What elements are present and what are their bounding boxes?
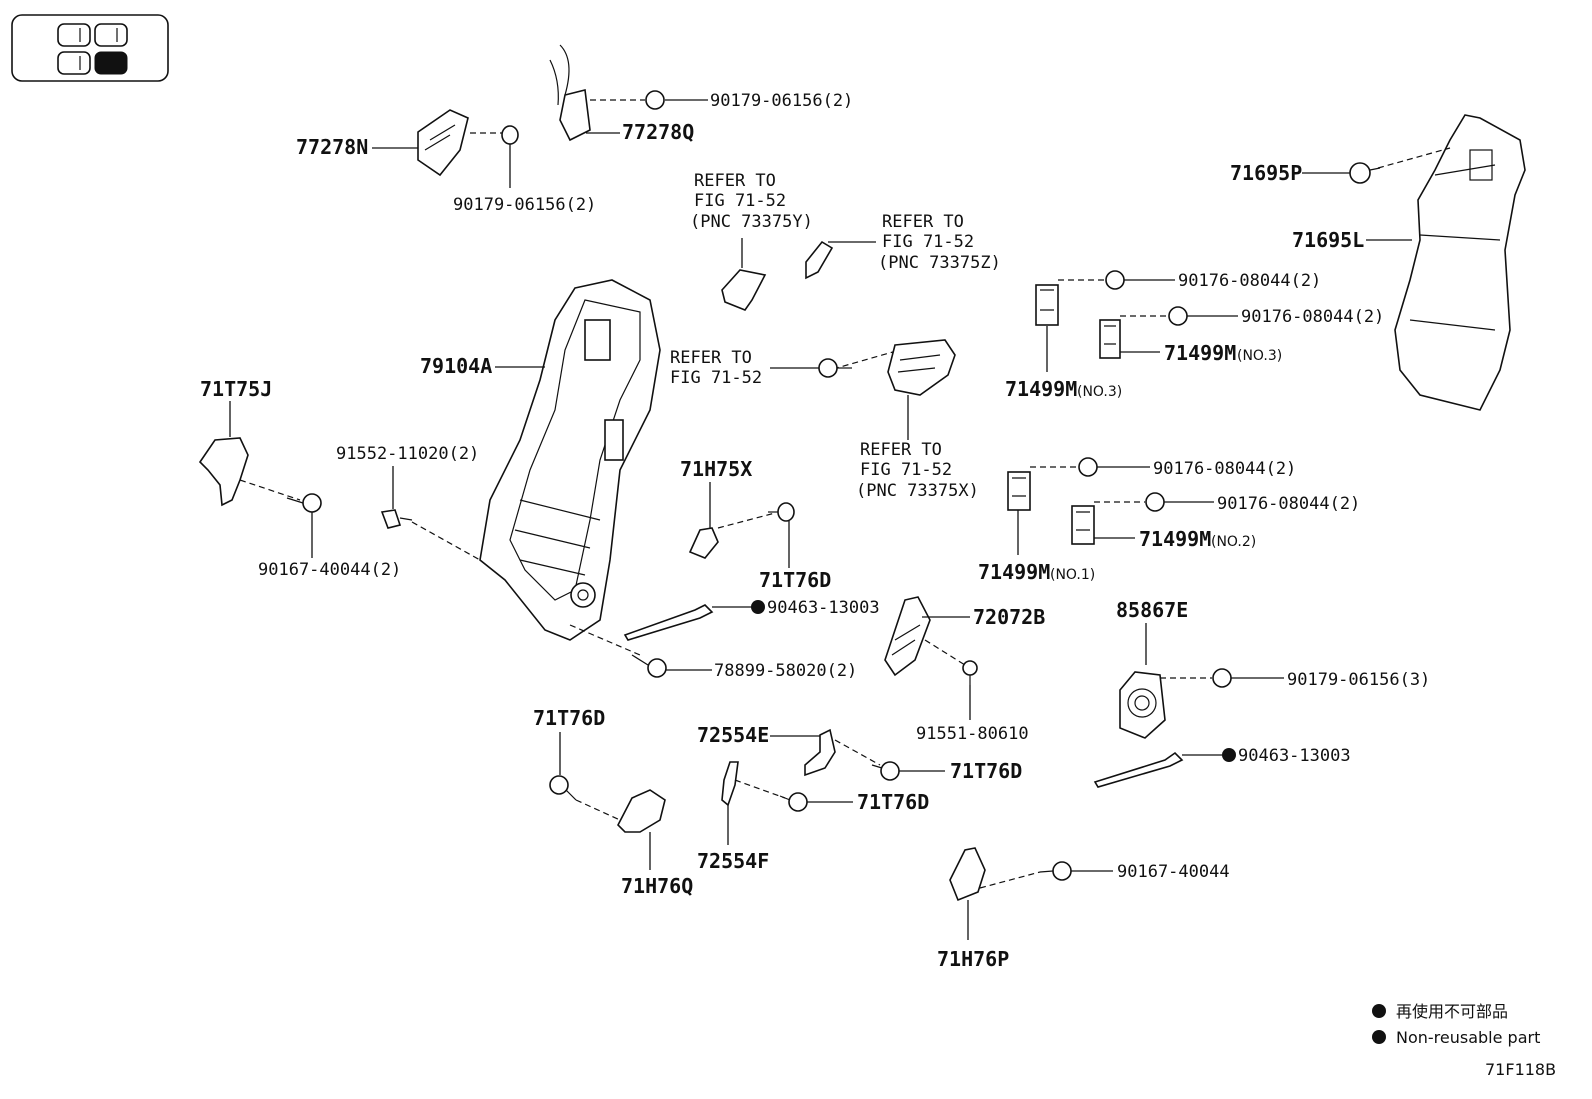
ref-r2-line2: FIG 71-52 xyxy=(882,232,974,252)
label-90167-40044-2: 90167-40044(2) xyxy=(258,560,401,580)
clip-90179-a-icon xyxy=(501,125,519,145)
ref-r2-line1: REFER TO xyxy=(882,212,964,232)
label-90179-06156-top: 90179-06156(2) xyxy=(710,91,853,111)
label-71499M-no3-a: 71499M xyxy=(1005,377,1077,401)
part-71499M-no2-lamp xyxy=(1071,505,1095,545)
legend-en: Non-reusable part xyxy=(1396,1028,1540,1047)
part-72554F-cover xyxy=(721,761,739,807)
ref-r4-line3: (PNC 73375X) xyxy=(856,481,979,501)
label-71499M-no3-b: 71499M xyxy=(1164,341,1236,365)
label-71H75X: 71H75X xyxy=(680,457,752,481)
clip-71T76D-a-icon xyxy=(768,502,795,522)
legend-jp: 再使用不可部品 xyxy=(1396,1002,1508,1021)
non-reusable-mark-icon xyxy=(751,600,765,614)
figure-code: 71F118B xyxy=(1485,1060,1556,1079)
bracket-73375Y xyxy=(721,269,767,311)
bolt-90167-a-icon xyxy=(286,493,322,513)
label-90176-08044-d: 90176-08044(2) xyxy=(1217,494,1360,514)
seat-locator-icon xyxy=(11,14,169,82)
label-71T76D-c: 71T76D xyxy=(950,759,1022,783)
label-77278N: 77278N xyxy=(296,135,368,159)
label-71T76D-d: 71T76D xyxy=(857,790,929,814)
bolt-91552-icon xyxy=(380,509,413,529)
part-71H76Q-cover xyxy=(617,789,666,833)
label-71695L: 71695L xyxy=(1292,228,1364,252)
label-90179-06156-left: 90179-06156(2) xyxy=(453,195,596,215)
label-91552-11020: 91552-11020(2) xyxy=(336,444,479,464)
ref-r3-line2: FIG 71-52 xyxy=(670,368,762,388)
qualifier-no2: (NO.2) xyxy=(1211,534,1256,550)
label-90179-06156-3: 90179-06156(3) xyxy=(1287,670,1430,690)
part-85867E-speaker xyxy=(1119,671,1166,739)
label-90176-08044-c: 90176-08044(2) xyxy=(1153,459,1296,479)
clip-71T76D-d-icon xyxy=(779,792,808,812)
part-72072B-module xyxy=(884,596,931,677)
label-79104A: 79104A xyxy=(420,354,492,378)
label-71H76Q: 71H76Q xyxy=(621,874,693,898)
legend-dot-jp-icon xyxy=(1372,1004,1386,1018)
ref-r1-line3: (PNC 73375Y) xyxy=(690,212,813,232)
label-71H76P: 71H76P xyxy=(937,947,1009,971)
part-71499M-no1-lamp xyxy=(1007,471,1031,511)
label-72554F: 72554F xyxy=(697,849,769,873)
label-90176-08044-a: 90176-08044(2) xyxy=(1178,271,1321,291)
part-79104A-seatback-frame xyxy=(479,279,661,641)
non-reusable-mark-b-icon xyxy=(1222,748,1236,762)
ref-r4-line2: FIG 71-52 xyxy=(860,460,952,480)
screw-91551-icon xyxy=(962,660,978,685)
clip-90176-a-icon xyxy=(1105,270,1125,290)
part-73375X-vent xyxy=(887,339,956,396)
clip-90176-d-icon xyxy=(1145,492,1165,512)
part-71H76P-cover xyxy=(949,847,986,902)
legend-dot-en-icon xyxy=(1372,1030,1386,1044)
label-71499M-no1: 71499M xyxy=(978,560,1050,584)
label-71T76D-b: 71T76D xyxy=(533,706,605,730)
screw-ref-icon xyxy=(818,358,852,378)
clip-90176-b-icon xyxy=(1168,306,1188,326)
label-90463-13003-a: 90463-13003 xyxy=(767,598,880,618)
qualifier-no3-b: (NO.3) xyxy=(1237,348,1282,364)
bolt-78899-icon xyxy=(631,654,667,678)
ref-r2-line3: (PNC 73375Z) xyxy=(878,253,1001,273)
ref-r4-line1: REFER TO xyxy=(860,440,942,460)
label-71T75J: 71T75J xyxy=(200,377,272,401)
label-71695P: 71695P xyxy=(1230,161,1302,185)
part-71499M-no3-a-lamp xyxy=(1035,284,1059,326)
label-90167-40044: 90167-40044 xyxy=(1117,862,1230,882)
clip-71695P-icon xyxy=(1349,162,1381,184)
part-72554E-cover xyxy=(804,728,836,777)
part-90463-tieband-b xyxy=(1093,751,1184,788)
legend: 再使用不可部品 Non-reusable part xyxy=(1372,1002,1540,1047)
label-78899-58020: 78899-58020(2) xyxy=(714,661,857,681)
part-77278Q-sensor xyxy=(549,44,591,142)
part-71695L-panel xyxy=(1394,114,1526,411)
label-90176-08044-b: 90176-08044(2) xyxy=(1241,307,1384,327)
label-72554E: 72554E xyxy=(697,723,769,747)
bolt-90167-b-icon xyxy=(1039,861,1072,881)
label-90463-13003-b: 90463-13003 xyxy=(1238,746,1351,766)
part-71H75X-cover xyxy=(688,527,719,559)
clip-71T76D-b-icon xyxy=(549,775,577,801)
ref-r1-line2: FIG 71-52 xyxy=(694,191,786,211)
part-77278N-sensor xyxy=(417,109,469,177)
clip-71T76D-c-icon xyxy=(871,761,900,781)
clip-90179-b-icon xyxy=(645,90,665,110)
part-71499M-no3-b-lamp xyxy=(1099,319,1121,359)
label-91551-80610: 91551-80610 xyxy=(916,724,1029,744)
ref-r3-line1: REFER TO xyxy=(670,348,752,368)
clip-90176-c-icon xyxy=(1078,457,1098,477)
label-77278Q: 77278Q xyxy=(622,120,694,144)
qualifier-no1: (NO.1) xyxy=(1050,567,1095,583)
qualifier-no3-a: (NO.3) xyxy=(1077,384,1122,400)
clip-90179-c-icon xyxy=(1212,668,1232,688)
part-90463-tieband-a xyxy=(623,604,714,641)
ref-r1-line1: REFER TO xyxy=(694,171,776,191)
label-71499M-no2: 71499M xyxy=(1139,527,1211,551)
label-85867E: 85867E xyxy=(1116,598,1188,622)
part-71T75J-cover xyxy=(198,437,249,507)
label-71T76D-a: 71T76D xyxy=(759,568,831,592)
bracket-73375Z xyxy=(805,240,834,280)
label-72072B: 72072B xyxy=(973,605,1045,629)
